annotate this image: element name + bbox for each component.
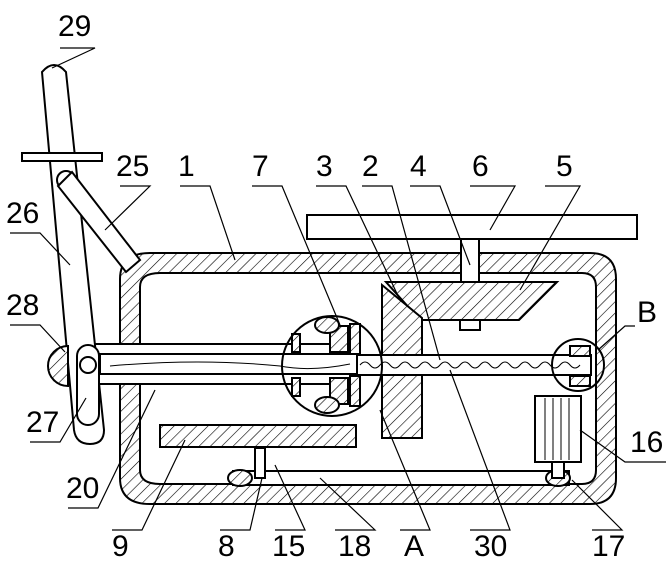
label-b: B [637,296,657,329]
label-29: 29 [58,10,91,43]
label-5: 5 [556,150,573,183]
threaded-shaft [355,355,591,375]
label-25: 25 [116,150,149,183]
label-30: 30 [474,530,507,563]
label-6: 6 [472,150,489,183]
label-9: 9 [112,530,129,563]
label-17: 17 [592,530,625,563]
handle-lever [22,65,104,444]
label-a: A [404,530,424,563]
label-16: 16 [630,426,663,459]
label-7: 7 [252,150,269,183]
label-1: 1 [178,150,195,183]
label-28: 28 [6,289,39,322]
label-8: 8 [218,530,235,563]
label-2: 2 [362,150,379,183]
lower-plate [160,425,356,447]
label-26: 26 [6,197,39,230]
label-4: 4 [410,150,427,183]
label-20: 20 [66,472,99,505]
label-3: 3 [316,150,333,183]
label-27: 27 [26,406,59,439]
left-tube [75,344,357,384]
motor [535,396,581,478]
label-15: 15 [272,530,305,563]
label-18: 18 [338,530,371,563]
belt-drive [228,448,570,486]
top-plate [307,215,637,239]
